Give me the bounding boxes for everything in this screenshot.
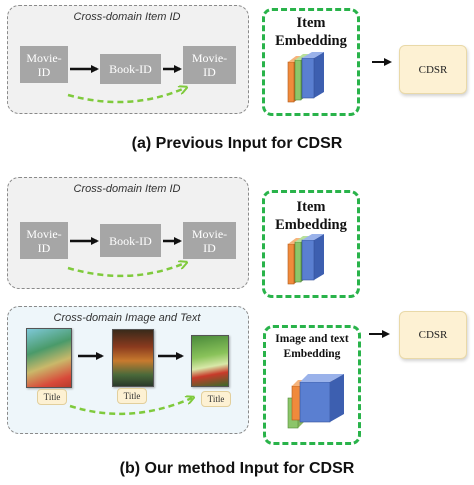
movie-id-box-b1: Movie-ID	[20, 222, 68, 259]
movie-id-box-b2: Movie-ID	[183, 222, 236, 259]
stacked-books-icon	[287, 234, 324, 285]
dashed-curve-arrow-icon	[67, 88, 185, 104]
movie-id-box-a1: Movie-ID	[20, 46, 68, 83]
dashed-curve-arrow-icon	[69, 398, 192, 416]
movie-poster-image-2	[191, 335, 229, 387]
caption-b: (b) Our method Input for CDSR	[119, 460, 355, 477]
dashed-curve-arrow-icon	[67, 263, 185, 278]
title-tag-1: Title	[37, 389, 67, 405]
cdsr-box-b: CDSR	[399, 311, 467, 359]
region-title-b: Cross-domain Item ID	[73, 183, 181, 195]
title-tag-2: Title	[117, 388, 147, 404]
book-id-box-a: Book-ID	[100, 54, 161, 84]
book-cover-image	[112, 329, 154, 387]
stacked-books-icon	[287, 374, 344, 429]
book-id-box-b: Book-ID	[100, 224, 161, 257]
stacked-books-icon	[287, 52, 324, 103]
cdsr-box-a: CDSR	[399, 45, 467, 94]
caption-a: (a) Previous Input for CDSR	[131, 135, 343, 152]
movie-poster-image-1	[26, 328, 72, 388]
image-text-region-title: Cross-domain Image and Text	[53, 312, 201, 324]
region-title-a: Cross-domain Item ID	[73, 11, 181, 23]
title-tag-3: Title	[201, 391, 231, 407]
movie-id-box-a2: Movie-ID	[183, 46, 236, 84]
